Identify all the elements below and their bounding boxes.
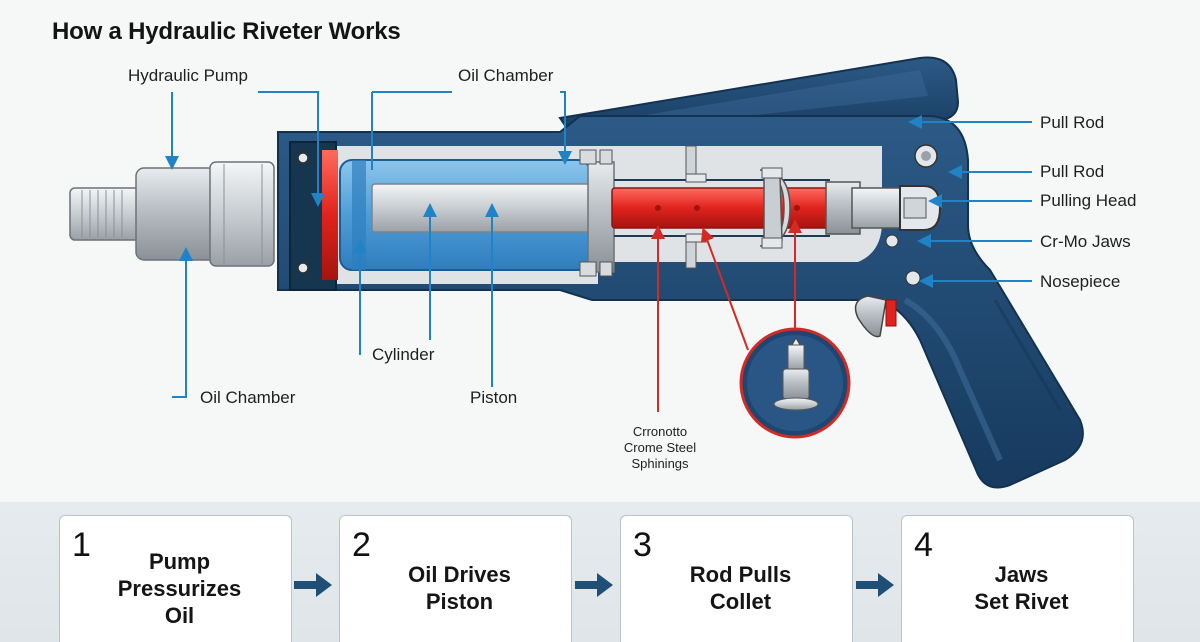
jaw-pin: [885, 234, 899, 248]
step-text: Pump Pressurizes Oil: [117, 548, 242, 628]
callout-lines: [165, 91, 1032, 398]
label-pull-rod-1: Pull Rod: [1040, 113, 1105, 132]
step-arrow-icon: [856, 573, 894, 597]
step-card-2: 2 Oil Drives Piston: [339, 515, 572, 642]
pull-rod: [611, 187, 839, 229]
step-card-3: 3 Rod Pulls Collet: [620, 515, 853, 642]
hydraulic-fitting: [69, 161, 275, 267]
piston: [371, 183, 601, 233]
cylinder-flange: [587, 161, 615, 273]
step-number: 4: [914, 526, 933, 564]
label-pulling-head: Pulling Head: [1040, 191, 1137, 210]
pulling-head: [825, 181, 942, 235]
riveter-diagram: [69, 56, 1084, 489]
red-callout-lines: [651, 219, 802, 412]
trigger: [854, 295, 887, 338]
label-piston: Piston: [470, 388, 518, 407]
label-oil-chamber-bottom: Oil Chamber: [200, 388, 296, 407]
rivet-inset: [739, 327, 851, 439]
label-springs: Crronotto Crome Steel Sphinings: [623, 424, 697, 471]
step-number: 3: [633, 526, 652, 564]
step-arrow-icon: [294, 573, 332, 597]
label-nosepiece: Nosepiece: [1040, 272, 1121, 291]
step-text: Jaws Set Rivet: [974, 562, 1069, 614]
collet: [759, 167, 791, 249]
step-text: Rod Pulls Collet: [689, 562, 792, 614]
step-card-4: 4 Jaws Set Rivet: [901, 515, 1134, 642]
nose-pin: [905, 270, 921, 286]
label-jaws: Cr-Mo Jaws: [1040, 232, 1131, 251]
rod-dots: [655, 205, 800, 211]
diagram-title: How a Hydraulic Riveter Works: [52, 18, 401, 45]
step-number: 1: [72, 526, 91, 564]
label-oil-chamber-top: Oil Chamber: [458, 66, 554, 85]
label-pull-rod-2: Pull Rod: [1040, 162, 1105, 181]
step-arrow-icon: [575, 573, 613, 597]
label-cylinder: Cylinder: [372, 345, 435, 364]
step-number: 2: [352, 526, 371, 564]
step-card-1: 1 Pump Pressurizes Oil: [59, 515, 292, 642]
label-hydraulic-pump: Hydraulic Pump: [128, 66, 248, 85]
step-text: Oil Drives Piston: [408, 562, 511, 614]
